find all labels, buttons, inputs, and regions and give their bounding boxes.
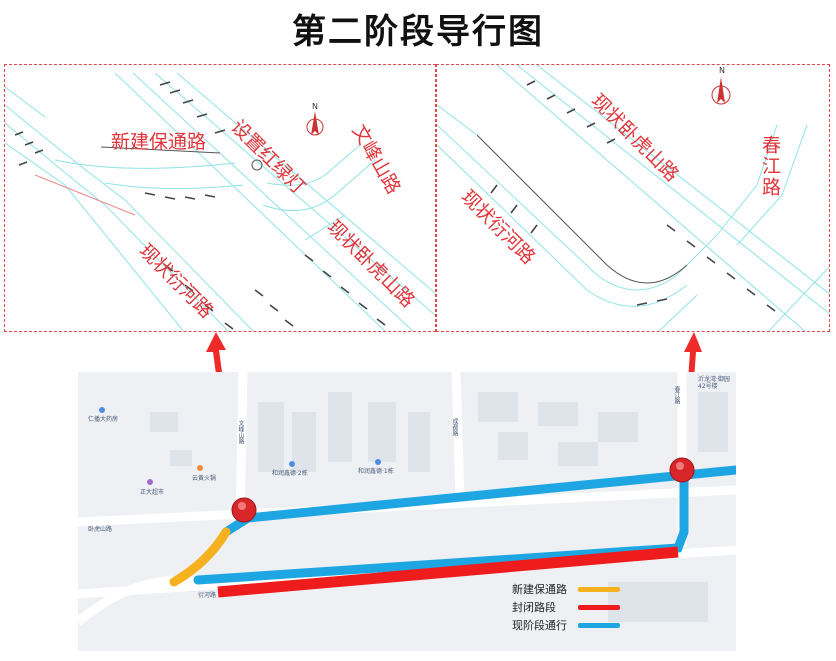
street-chengdu: 成都路 <box>451 418 458 436</box>
label-chunjiang-road: 春江路 <box>759 135 781 198</box>
compass-icon-left: N <box>306 102 324 136</box>
label-new-road: 新建保通路 <box>111 131 207 153</box>
legend-item-closed: 封闭路段 <box>512 598 620 616</box>
legend-item-new-road: 新建保通路 <box>512 580 620 598</box>
poi-yunlong: 云黄火锅 <box>192 475 217 482</box>
marker-right[interactable] <box>669 457 695 483</box>
street-chunjiang: 春江路 <box>673 386 680 404</box>
left-road-drawing: N <box>5 72 435 331</box>
compass-icon-right: N <box>711 66 731 105</box>
legend-swatch-red <box>578 604 620 610</box>
legend-item-current: 现阶段通行 <box>512 616 620 634</box>
legend-swatch-yellow <box>578 586 620 592</box>
legend: 新建保通路 封闭路段 现阶段通行 <box>512 580 620 634</box>
svg-text:N: N <box>719 66 725 75</box>
detail-panel-right: N 现状卧虎山路 春江路 现状衍河路 <box>436 64 830 332</box>
page-title: 第二阶段导行图 <box>292 12 544 52</box>
poi-heyuan-1: 和润鑫德·1栋 <box>358 468 394 475</box>
overview-map[interactable]: 仁播大药房 云黄火锅 正大超市 和润鑫德·2栋 和润鑫德·1栋 卧虎山路 衍河路… <box>78 372 736 651</box>
map-drawing <box>78 372 736 651</box>
poi-zhengda: 正大超市 <box>140 489 165 496</box>
poi-heyuan-2: 和润鑫德·2栋 <box>272 470 308 477</box>
poi-corner: 沂龙湾·御园42号楼 <box>698 376 730 390</box>
poi-renbo: 仁播大药房 <box>88 416 119 423</box>
svg-text:N: N <box>312 102 318 111</box>
street-wenfeng: 文峰山路 <box>237 420 244 444</box>
marker-left[interactable] <box>231 497 257 523</box>
street-yanhe: 衍河路 <box>198 592 217 599</box>
street-wohushan: 卧虎山路 <box>88 526 113 533</box>
legend-swatch-blue <box>578 622 620 628</box>
detail-panel-left: N 新建保通路 设置红绿灯 文峰山路 现状卧虎山路 现状衍河路 <box>4 64 436 332</box>
right-road-drawing: N <box>437 65 829 331</box>
